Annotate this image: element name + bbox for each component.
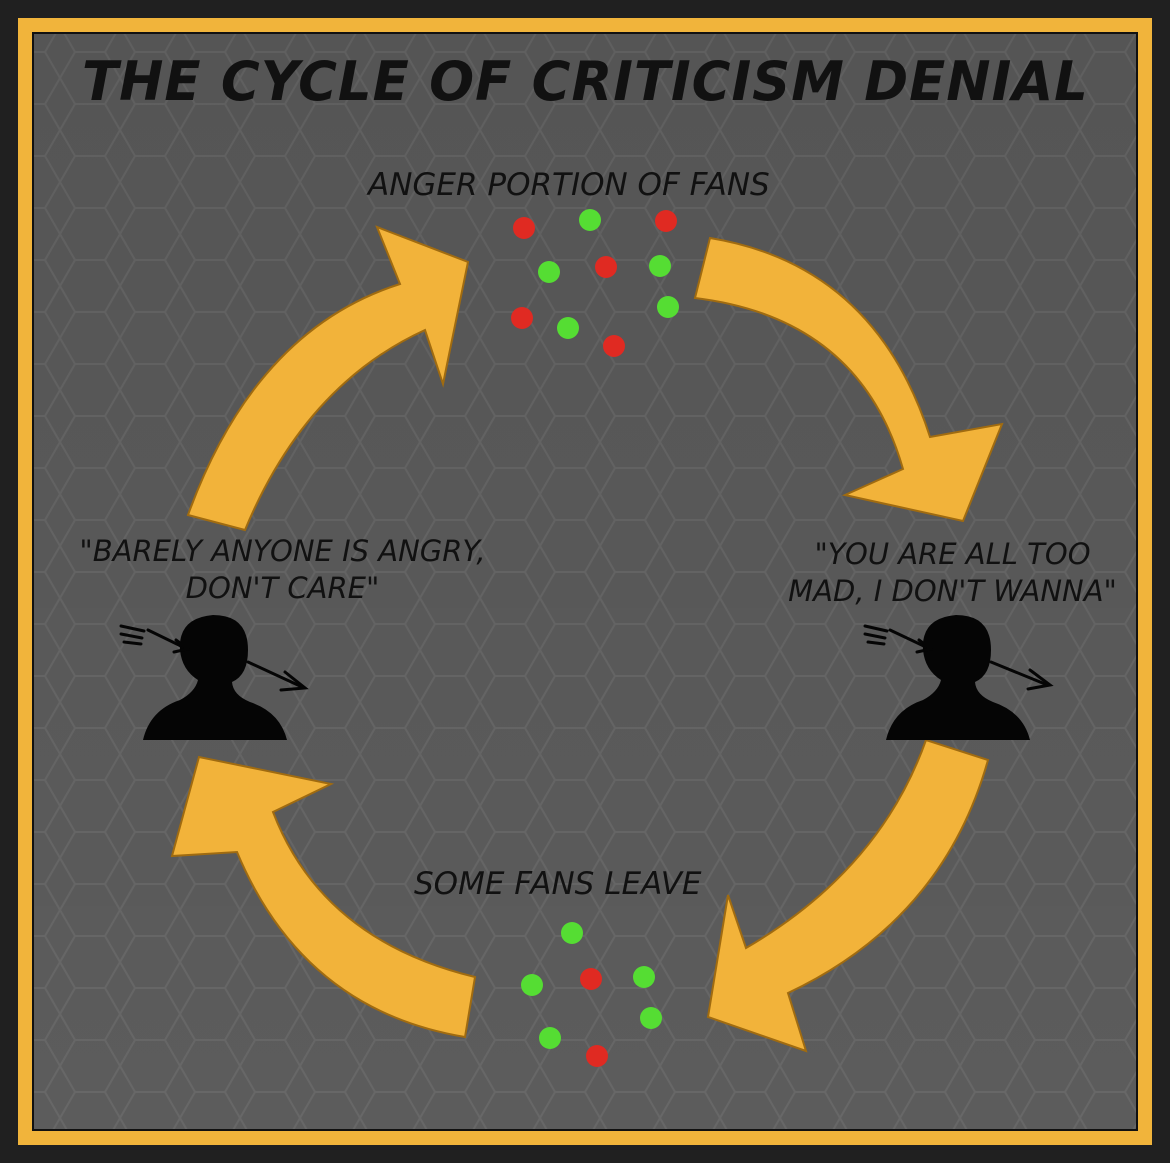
diagram-title: THE CYCLE OF CRITICISM DENIAL: [82, 50, 1089, 113]
dot-green: [521, 974, 543, 996]
person-silhouette-icon: [886, 615, 1030, 740]
dot-green: [557, 317, 579, 339]
person-left: [119, 615, 309, 740]
dot-green: [649, 255, 671, 277]
dot-red: [603, 335, 625, 357]
arrow-left-to-top: [186, 225, 470, 532]
dot-green: [561, 922, 583, 944]
right-quote: "YOU ARE ALL TOO MAD, I DON'T WANNA": [755, 536, 1150, 610]
top-dot-cluster: [511, 209, 679, 357]
dot-green: [579, 209, 601, 231]
dot-red: [511, 307, 533, 329]
dot-red: [595, 256, 617, 278]
dot-green: [640, 1007, 662, 1029]
right-quote-line2: MAD, I DON'T WANNA": [788, 574, 1117, 608]
left-quote-line1: "BARELY ANYONE IS ANGRY,: [79, 534, 486, 568]
arrow-deflect-icon: [119, 624, 309, 692]
bottom-stage-label: SOME FANS LEAVE: [414, 866, 702, 902]
dot-red: [580, 968, 602, 990]
person-right: [863, 615, 1054, 740]
arrow-top-to-right: [693, 236, 1004, 523]
arrow-bottom-to-left: [170, 755, 477, 1039]
left-quote-line2: DON'T CARE": [185, 571, 380, 605]
right-quote-line1: "YOU ARE ALL TOO: [814, 537, 1091, 571]
left-quote: "BARELY ANYONE IS ANGRY, DON'T CARE": [40, 533, 525, 607]
dot-red: [513, 217, 535, 239]
arrow-right-to-bottom: [706, 738, 990, 1053]
panel-inner-border: [32, 32, 1138, 1131]
dot-red: [655, 210, 677, 232]
dot-green: [633, 966, 655, 988]
dot-red: [586, 1045, 608, 1067]
dot-green: [657, 296, 679, 318]
dot-green: [538, 261, 560, 283]
dot-green: [539, 1027, 561, 1049]
arrow-deflect-icon: [863, 624, 1054, 691]
top-stage-label: ANGER PORTION OF FANS: [368, 167, 770, 203]
person-silhouette-icon: [143, 615, 287, 740]
bottom-dot-cluster: [521, 922, 662, 1067]
